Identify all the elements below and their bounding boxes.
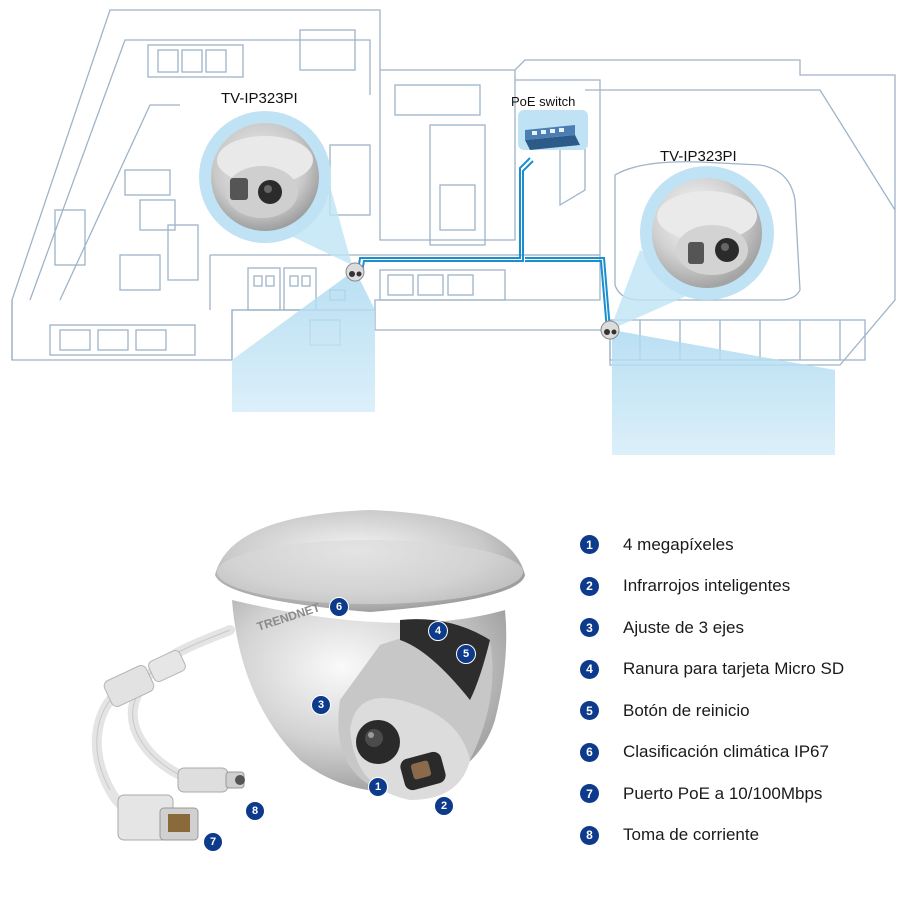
callout-badge-megapixel: 1 <box>368 777 388 797</box>
poe-switch <box>518 110 588 150</box>
feature-label: Botón de reinicio <box>623 700 750 720</box>
feature-item: 1 4 megapíxeles <box>580 524 890 566</box>
camera-label-left: TV-IP323PI <box>221 90 298 107</box>
network-cables <box>357 157 611 331</box>
feature-label: Toma de corriente <box>623 825 760 845</box>
callout-badge-reset: 5 <box>456 644 476 664</box>
feature-item: 5 Botón de reinicio <box>580 690 890 732</box>
feature-item: 8 Toma de corriente <box>580 815 890 857</box>
feature-item: 2 Infrarrojos inteligentes <box>580 566 890 608</box>
switch-label: PoE switch <box>511 94 575 109</box>
callout-badge-weather: 6 <box>329 597 349 617</box>
feature-label: Puerto PoE a 10/100Mbps <box>623 783 823 803</box>
feature-number-badge: 2 <box>580 576 599 596</box>
feature-item: 7 Puerto PoE a 10/100Mbps <box>580 773 890 815</box>
camera-product: TRENDNET <box>91 510 525 841</box>
feature-item: 6 Clasificación climática IP67 <box>580 732 890 774</box>
feature-item: 4 Ranura para tarjeta Micro SD <box>580 649 890 691</box>
callout-badge-sd-slot: 4 <box>428 621 448 641</box>
installed-camera-right <box>600 320 620 340</box>
installed-camera-left <box>345 262 365 282</box>
feature-number-badge: 8 <box>580 825 599 845</box>
feature-number-badge: 6 <box>580 742 599 762</box>
feature-label: 4 megapíxeles <box>623 534 734 554</box>
camera-label-right: TV-IP323PI <box>660 148 737 165</box>
feature-list: 1 4 megapíxeles 2 Infrarrojos inteligentes… <box>580 524 890 856</box>
floor-plan <box>11 9 896 366</box>
feature-label: Infrarrojos inteligentes <box>623 576 791 596</box>
feature-label: Ajuste de 3 ejes <box>623 617 744 637</box>
camera-zoom-right <box>610 166 774 330</box>
camera-zoom-left <box>199 111 352 265</box>
feature-number-badge: 5 <box>580 701 599 721</box>
feature-label: Ranura para tarjeta Micro SD <box>623 659 845 679</box>
feature-number-badge: 4 <box>580 659 599 679</box>
callout-badge-poe: 7 <box>203 832 223 852</box>
callout-badge-ir: 2 <box>434 796 454 816</box>
feature-number-badge: 3 <box>580 618 599 638</box>
feature-number-badge: 1 <box>580 535 599 555</box>
callout-badge-axis: 3 <box>311 695 331 715</box>
feature-item: 3 Ajuste de 3 ejes <box>580 607 890 649</box>
coverage-area-left <box>232 270 375 412</box>
coverage-area-right <box>612 330 835 455</box>
feature-number-badge: 7 <box>580 784 599 804</box>
feature-label: Clasificación climática IP67 <box>623 742 829 762</box>
callout-badge-power: 8 <box>245 801 265 821</box>
